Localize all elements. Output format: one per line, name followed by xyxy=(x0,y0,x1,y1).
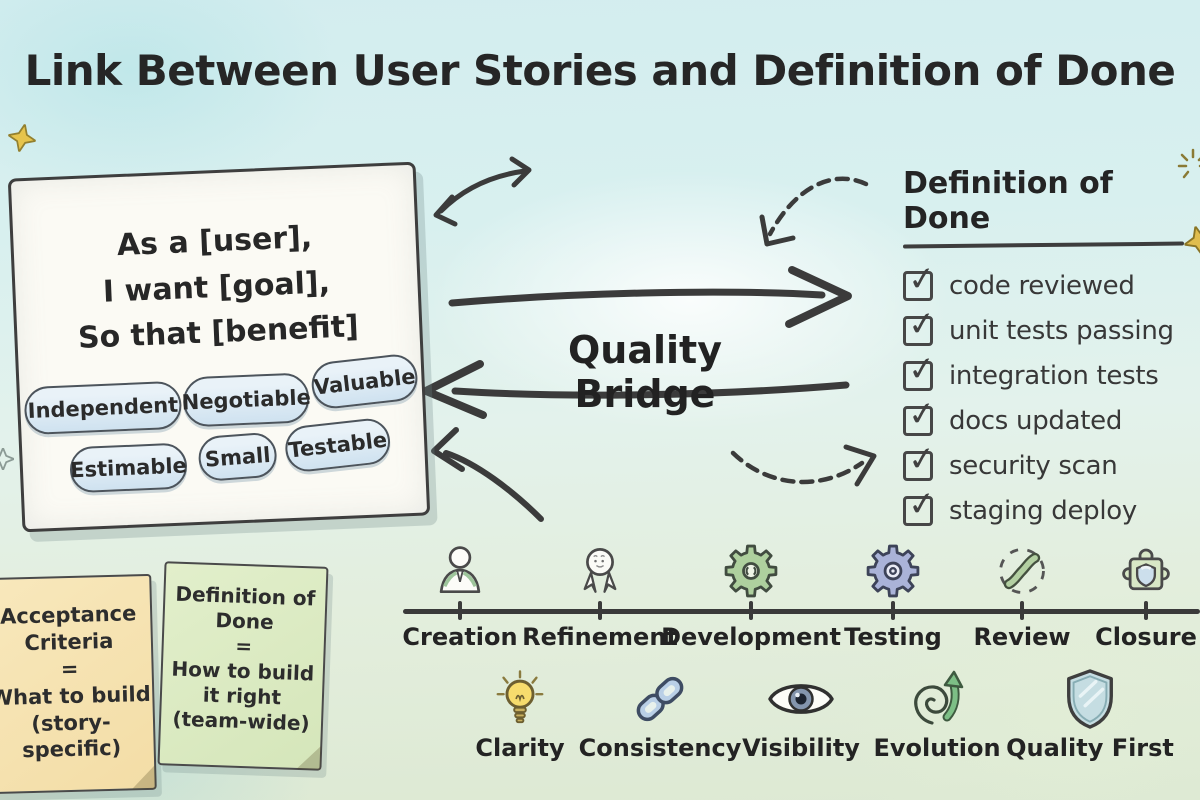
checklist-item: ✓ integration tests xyxy=(903,347,1200,398)
user-story-template: As a [user], I want [goal], So that [ben… xyxy=(13,211,420,364)
page-title: Link Between User Stories and Definition… xyxy=(24,46,1176,95)
acceptance-criteria-note: Acceptance Criteria = What to build (sto… xyxy=(0,573,157,795)
stage-label: Testing xyxy=(844,623,942,651)
curved-arrow-bottom-left xyxy=(431,427,544,522)
invest-pill-estimable: Estimable xyxy=(69,442,188,494)
lightbulb-icon xyxy=(491,666,549,732)
principle-label: Quality First xyxy=(1006,734,1174,762)
quality-bridge-label: Quality Bridge xyxy=(568,328,722,416)
dashed-arrow-bottom-right xyxy=(730,444,877,487)
stage-review: Review xyxy=(952,540,1092,651)
principle-label: Visibility xyxy=(742,734,860,762)
gear-green-icon xyxy=(723,540,779,600)
checkbox-checked-icon: ✓ xyxy=(903,437,938,481)
sparkle-star-icon xyxy=(6,122,38,154)
dashed-arrow-top-right xyxy=(759,176,869,247)
definition-of-done-note: Definition of Done = How to build it rig… xyxy=(157,561,329,771)
principle-visibility: Visibility xyxy=(716,666,886,762)
timeline-tick xyxy=(748,601,754,620)
puzzle-shield-icon xyxy=(1118,540,1174,600)
principle-quality-first: Quality First xyxy=(1005,666,1175,762)
review-link-icon xyxy=(994,540,1050,600)
invest-pill-testable: Testable xyxy=(282,416,393,474)
timeline-tick xyxy=(597,601,603,620)
folded-corner xyxy=(131,764,156,790)
timeline-tick xyxy=(457,601,463,620)
principle-label: Consistency xyxy=(578,734,742,762)
checklist-item: ✓ security scan xyxy=(903,437,1200,488)
lifecycle-timeline-line xyxy=(403,609,1200,614)
checklist-item: ✓ staging deploy xyxy=(903,482,1200,533)
principle-consistency: Consistency xyxy=(575,666,745,762)
timeline-tick xyxy=(1019,601,1025,620)
invest-pill-negotiable: Negotiable xyxy=(181,372,311,428)
checklist-item: ✓ docs updated xyxy=(903,392,1200,443)
invest-pill-independent: Independent xyxy=(23,380,183,436)
badge-icon xyxy=(573,540,627,600)
stage-label: Creation xyxy=(402,623,518,651)
checkbox-checked-icon: ✓ xyxy=(903,302,938,346)
definition-of-done-panel: Definition of Done ✓ code reviewed ✓ uni… xyxy=(903,166,1200,533)
dod-checklist: ✓ code reviewed ✓ unit tests passing ✓ i… xyxy=(903,257,1200,533)
principle-evolution: Evolution xyxy=(852,666,1022,762)
checklist-item: ✓ unit tests passing xyxy=(903,302,1200,353)
principle-clarity: Clarity xyxy=(435,666,605,762)
stage-development: Development xyxy=(661,540,841,651)
stage-label: Closure xyxy=(1095,623,1197,651)
invest-pill-valuable: Valuable xyxy=(309,352,420,411)
invest-pill-small: Small xyxy=(197,431,279,483)
checkbox-checked-icon: ✓ xyxy=(903,482,938,526)
checkbox-checked-icon: ✓ xyxy=(903,392,938,436)
double-curved-arrow xyxy=(433,156,532,227)
chain-icon xyxy=(630,666,690,732)
dod-heading: Definition of Done xyxy=(903,166,1113,236)
eye-icon xyxy=(766,666,836,732)
stage-refinement: Refinement xyxy=(522,540,678,651)
gear-blue-icon xyxy=(865,540,921,600)
checkbox-checked-icon: ✓ xyxy=(903,257,938,301)
stage-label: Refinement xyxy=(522,623,678,651)
timeline-tick xyxy=(890,601,896,620)
stage-creation: Creation xyxy=(390,540,530,651)
dod-underline xyxy=(903,241,1184,249)
checkbox-checked-icon: ✓ xyxy=(903,347,938,391)
user-story-card: As a [user], I want [goal], So that [ben… xyxy=(7,161,431,533)
shield-icon xyxy=(1061,666,1119,732)
person-icon xyxy=(433,540,487,600)
checklist-item: ✓ code reviewed xyxy=(903,257,1200,308)
spiral-arrow-icon xyxy=(907,666,967,732)
timeline-tick xyxy=(1143,601,1149,620)
stage-label: Review xyxy=(973,623,1071,651)
principle-label: Clarity xyxy=(475,734,565,762)
stage-testing: Testing xyxy=(823,540,963,651)
folded-corner xyxy=(296,744,322,770)
stage-closure: Closure xyxy=(1076,540,1200,651)
bridge-arrow-right xyxy=(448,266,852,328)
stage-label: Development xyxy=(661,623,841,651)
sparkle-star-icon xyxy=(0,448,14,470)
principle-label: Evolution xyxy=(873,734,1001,762)
